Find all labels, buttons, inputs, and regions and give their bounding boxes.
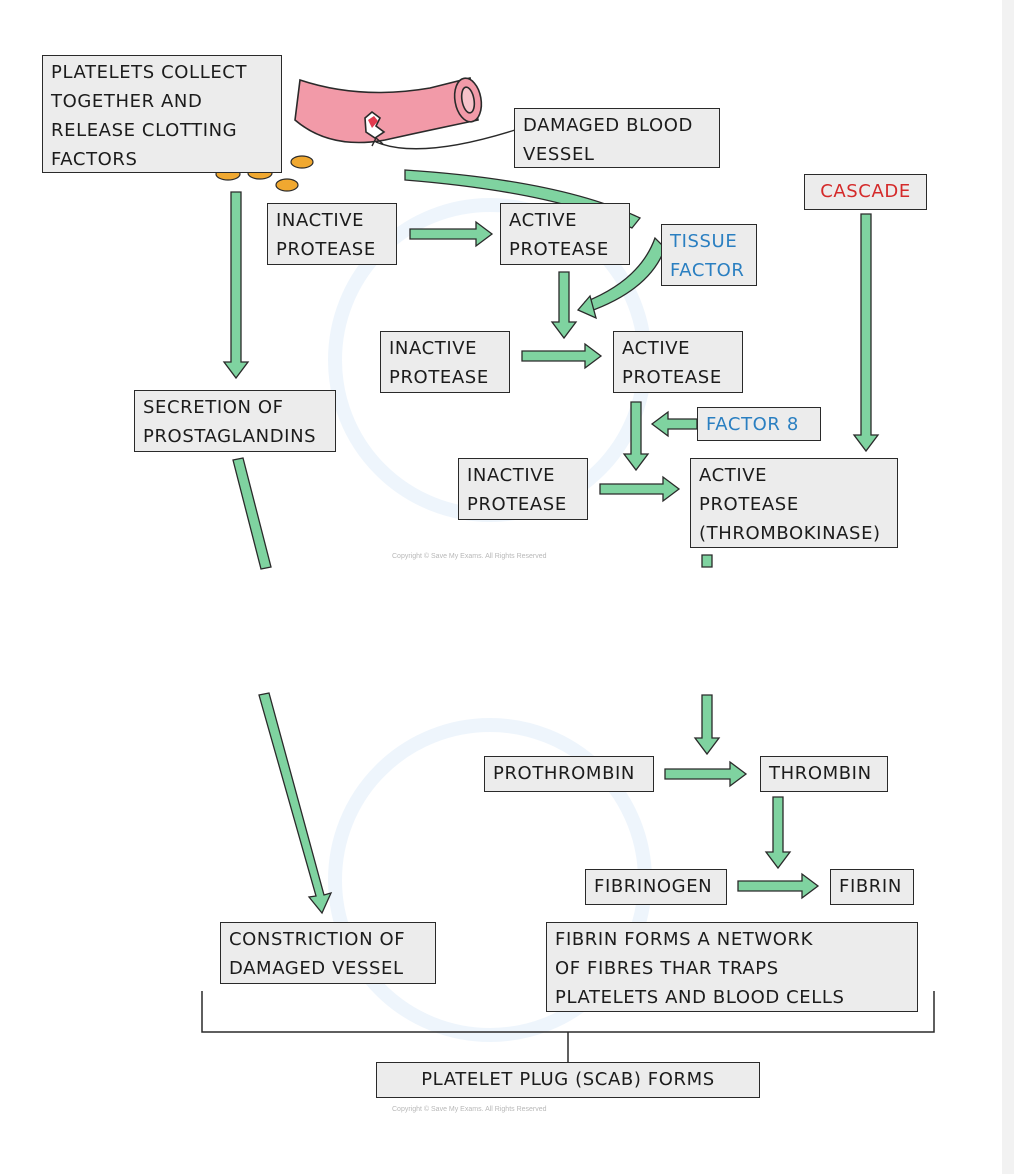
secretion-prostaglandins-box: SECRETION OF PROSTAGLANDINS xyxy=(134,390,336,452)
constriction-box: CONSTRICTION OF DAMAGED VESSEL xyxy=(220,922,436,984)
fibrinogen-box: FIBRINOGEN xyxy=(585,869,727,905)
page-scrollbar-strip xyxy=(1002,0,1014,1174)
bracket-connector xyxy=(201,991,935,1062)
arrow-active2-to-thrombokinase xyxy=(622,401,650,472)
arrow-inactive1-to-active1 xyxy=(409,220,494,248)
arrow-cascade-to-thrombokinase xyxy=(852,213,880,453)
copyright-text-lower: Copyright © Save My Exams. All Rights Re… xyxy=(392,1106,547,1113)
tissue-factor-box: TISSUE FACTOR xyxy=(661,224,757,286)
active-protease-1-box: ACTIVE PROTEASE xyxy=(500,203,630,265)
prothrombin-box: PROTHROMBIN xyxy=(484,756,654,792)
thrombokinase-box: ACTIVE PROTEASE (THROMBOKINASE) xyxy=(690,458,898,548)
arrow-thrombokinase-upper xyxy=(701,554,713,568)
fibrin-network-box: FIBRIN FORMS A NETWORK OF FIBRES THAR TR… xyxy=(546,922,918,1012)
arrow-fibrinogen-to-fibrin xyxy=(737,872,820,900)
arrow-thrombokinase-to-thrombin xyxy=(693,694,721,756)
arrow-platelets-to-secretion xyxy=(222,191,250,380)
watermark-logo xyxy=(328,198,652,1042)
vessel-to-protease-flow xyxy=(404,169,666,320)
arrow-inactive2-to-active2 xyxy=(521,342,603,370)
arrow-inactive3-to-thrombokinase xyxy=(599,475,681,503)
thrombin-box: THROMBIN xyxy=(760,756,888,792)
arrow-secretion-to-constriction xyxy=(258,692,333,915)
damaged-vessel-label: DAMAGED BLOOD VESSEL xyxy=(514,108,720,168)
inactive-protease-2-box: INACTIVE PROTEASE xyxy=(380,331,510,393)
platelet-plug-box: PLATELET PLUG (SCAB) FORMS xyxy=(376,1062,760,1098)
inactive-protease-3-box: INACTIVE PROTEASE xyxy=(458,458,588,520)
copyright-text-upper: Copyright © Save My Exams. All Rights Re… xyxy=(392,553,547,560)
active-protease-2-box: ACTIVE PROTEASE xyxy=(613,331,743,393)
arrow-thrombin-to-fibrin xyxy=(764,796,792,870)
platelets-collect-box: PLATELETS COLLECT TOGETHER AND RELEASE C… xyxy=(42,55,282,173)
fibrin-box: FIBRIN xyxy=(830,869,914,905)
arrow-prothrombin-to-thrombin xyxy=(664,760,748,788)
arrow-secretion-upper xyxy=(232,457,272,570)
damage-pointer xyxy=(375,129,516,150)
inactive-protease-1-box: INACTIVE PROTEASE xyxy=(267,203,397,265)
factor-8-box: FACTOR 8 xyxy=(697,407,821,441)
arrow-active1-to-active2 xyxy=(550,271,578,340)
cascade-box: CASCADE xyxy=(804,174,927,210)
arrow-factor8-to-flow xyxy=(650,410,698,438)
blood-vessel-illustration xyxy=(294,77,483,144)
